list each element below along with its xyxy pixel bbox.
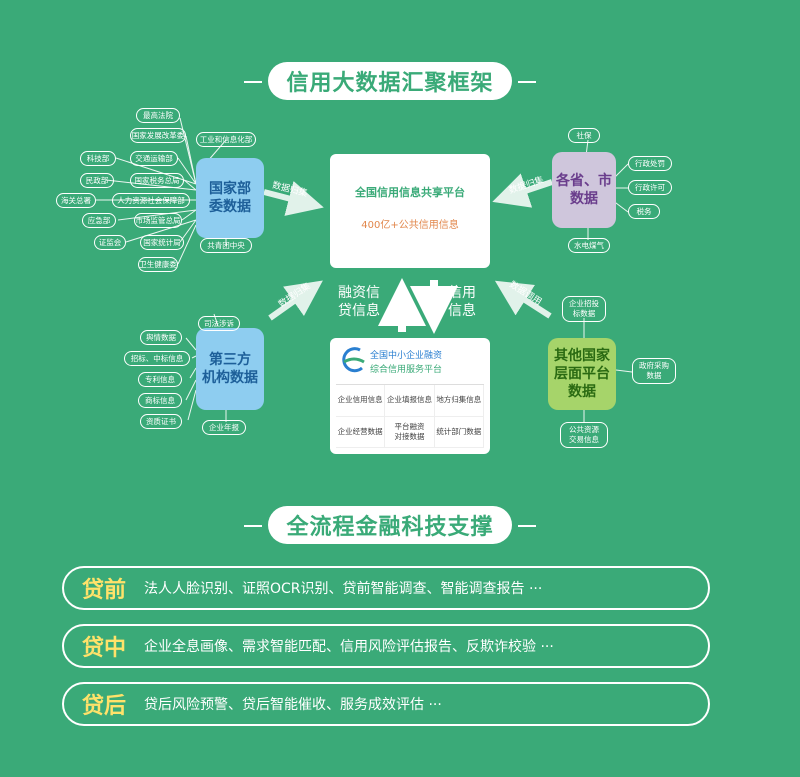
- tag-third-party: 企业年报: [202, 420, 246, 435]
- tag-national: 卫生健康委: [138, 257, 178, 272]
- stage-text: 企业全息画像、需求智能匹配、信用风险评估报告、反欺诈校验 ···: [144, 639, 554, 655]
- tag-national: 人力资源社会保障部: [112, 193, 190, 208]
- platform-title-line2: 综合信用服务平台: [370, 365, 443, 375]
- tag-provincial: 税务: [628, 204, 660, 219]
- tag-national: 工业和信息化部: [196, 132, 256, 147]
- tag-national: 市场监管总局: [134, 213, 182, 228]
- tag-provincial: 行政许可: [628, 180, 672, 195]
- tag-other: 企业招投 标数据: [562, 296, 606, 322]
- tag-national: 证监会: [94, 235, 126, 250]
- stage-label: 贷前: [81, 578, 126, 603]
- label-financing-credit: 融资信 贷信息: [338, 285, 380, 319]
- tag-third-party: 商标信息: [138, 393, 182, 408]
- central-platform-card: 全国信用信息共享平台 400亿+公共信用信息: [330, 154, 490, 268]
- platform-cell: 平台融资 对接数据: [385, 416, 435, 448]
- tag-national: 国家发展改革委: [130, 128, 186, 143]
- stage-text: 贷后风险预警、贷后智能催收、服务成效评估 ···: [144, 697, 442, 713]
- central-platform-subtitle: 400亿+公共信用信息: [361, 220, 459, 231]
- tag-provincial: 社保: [568, 128, 600, 143]
- hub-third-party: 第三方 机构数据: [196, 328, 264, 410]
- tag-provincial: 行政处罚: [628, 156, 672, 171]
- stage-label: 贷后: [81, 694, 126, 719]
- tag-national: 国家统计局: [140, 235, 184, 250]
- framework-title: 信用大数据汇聚框架: [244, 62, 536, 100]
- stage-row-post-loan: 贷后 贷后风险预警、贷后智能催收、服务成效评估 ···: [62, 682, 710, 726]
- platform-info-grid: 企业信用信息 企业填报信息 地方归集信息 企业经营数据 平台融资 对接数据 统计…: [336, 384, 484, 448]
- stage-label: 贷中: [81, 636, 126, 661]
- tag-national: 交通运输部: [130, 151, 178, 166]
- hub-national-ministries: 国家部 委数据: [196, 158, 264, 238]
- tag-national: 民政部: [80, 173, 114, 188]
- platform-cell: 企业填报信息: [385, 385, 435, 417]
- hub-provinces-cities: 各省、市 数据: [552, 152, 616, 228]
- tag-other: 政府采购 数据: [632, 358, 676, 384]
- label-credit-info: 信用 信息: [448, 285, 476, 319]
- platform-cell: 地方归集信息: [434, 385, 484, 417]
- tag-national: 国家税务总局: [130, 173, 184, 188]
- tag-third-party: 舆情数据: [140, 330, 182, 345]
- tag-third-party: 资质证书: [140, 414, 182, 429]
- tag-third-party: 招标、中标信息: [124, 351, 190, 366]
- tag-national: 共青团中央: [200, 238, 252, 253]
- platform-cell: 企业信用信息: [336, 385, 386, 417]
- fintech-title: 全流程金融科技支撑: [244, 506, 536, 544]
- tag-national: 应急部: [82, 213, 116, 228]
- platform-logo-icon: [342, 347, 365, 373]
- platform-cell: 统计部门数据: [434, 416, 484, 448]
- tag-third-party: 专利信息: [138, 372, 182, 387]
- hub-other-national: 其他国家 层面平台 数据: [548, 338, 616, 410]
- tag-third-party: 司法涉诉: [198, 316, 240, 331]
- tag-national: 最高法院: [136, 108, 180, 123]
- tag-other: 公共资源 交易信息: [560, 422, 608, 448]
- tag-provincial: 水电煤气: [568, 238, 610, 253]
- platform-cell: 企业经营数据: [336, 416, 386, 448]
- central-platform-title: 全国信用信息共享平台: [355, 186, 465, 199]
- platform-title-line1: 全国中小企业融资: [370, 351, 443, 361]
- stage-text: 法人人脸识别、证照OCR识别、贷前智能调查、智能调查报告 ···: [144, 581, 543, 597]
- stage-row-in-loan: 贷中 企业全息画像、需求智能匹配、信用风险评估报告、反欺诈校验 ···: [62, 624, 710, 668]
- sme-platform-card: 全国中小企业融资 综合信用服务平台 企业信用信息 企业填报信息 地方归集信息 企…: [330, 338, 490, 454]
- tag-national: 海关总署: [56, 193, 96, 208]
- tag-national: 科技部: [80, 151, 116, 166]
- stage-row-pre-loan: 贷前 法人人脸识别、证照OCR识别、贷前智能调查、智能调查报告 ···: [62, 566, 710, 610]
